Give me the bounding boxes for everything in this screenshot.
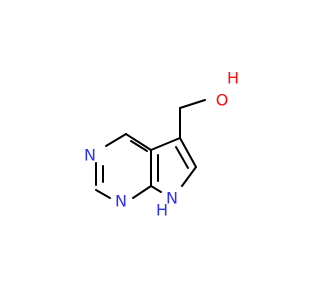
bond-c6-n7 [181,166,197,187]
structure-canvas: O H N N N H [84,69,239,220]
bond-c2-n1 [95,189,111,199]
bond-c5-c6-inner [175,146,189,169]
atom-pyrrole-n: N [166,189,178,208]
bond-c4-c4a [125,133,152,151]
atom-hydroxyl-o: O [216,91,229,110]
atom-pyrrole-h: H [156,201,168,220]
molecule-diagram: O H N N N H [84,69,239,220]
atom-ring-n-bottom: N [115,192,127,211]
atom-ring-n-top: N [84,146,96,165]
bond-ch2-o [179,99,206,109]
bond-n7-c7a [150,185,162,193]
bond-n1-c7a [132,185,152,199]
bond-c5-c6 [179,137,197,168]
bond-c4-n3 [105,133,127,147]
bond-c4a-c5 [150,137,181,151]
bond-c4-c4a-inner [130,140,148,152]
atom-hydroxyl-h: H [227,69,239,88]
